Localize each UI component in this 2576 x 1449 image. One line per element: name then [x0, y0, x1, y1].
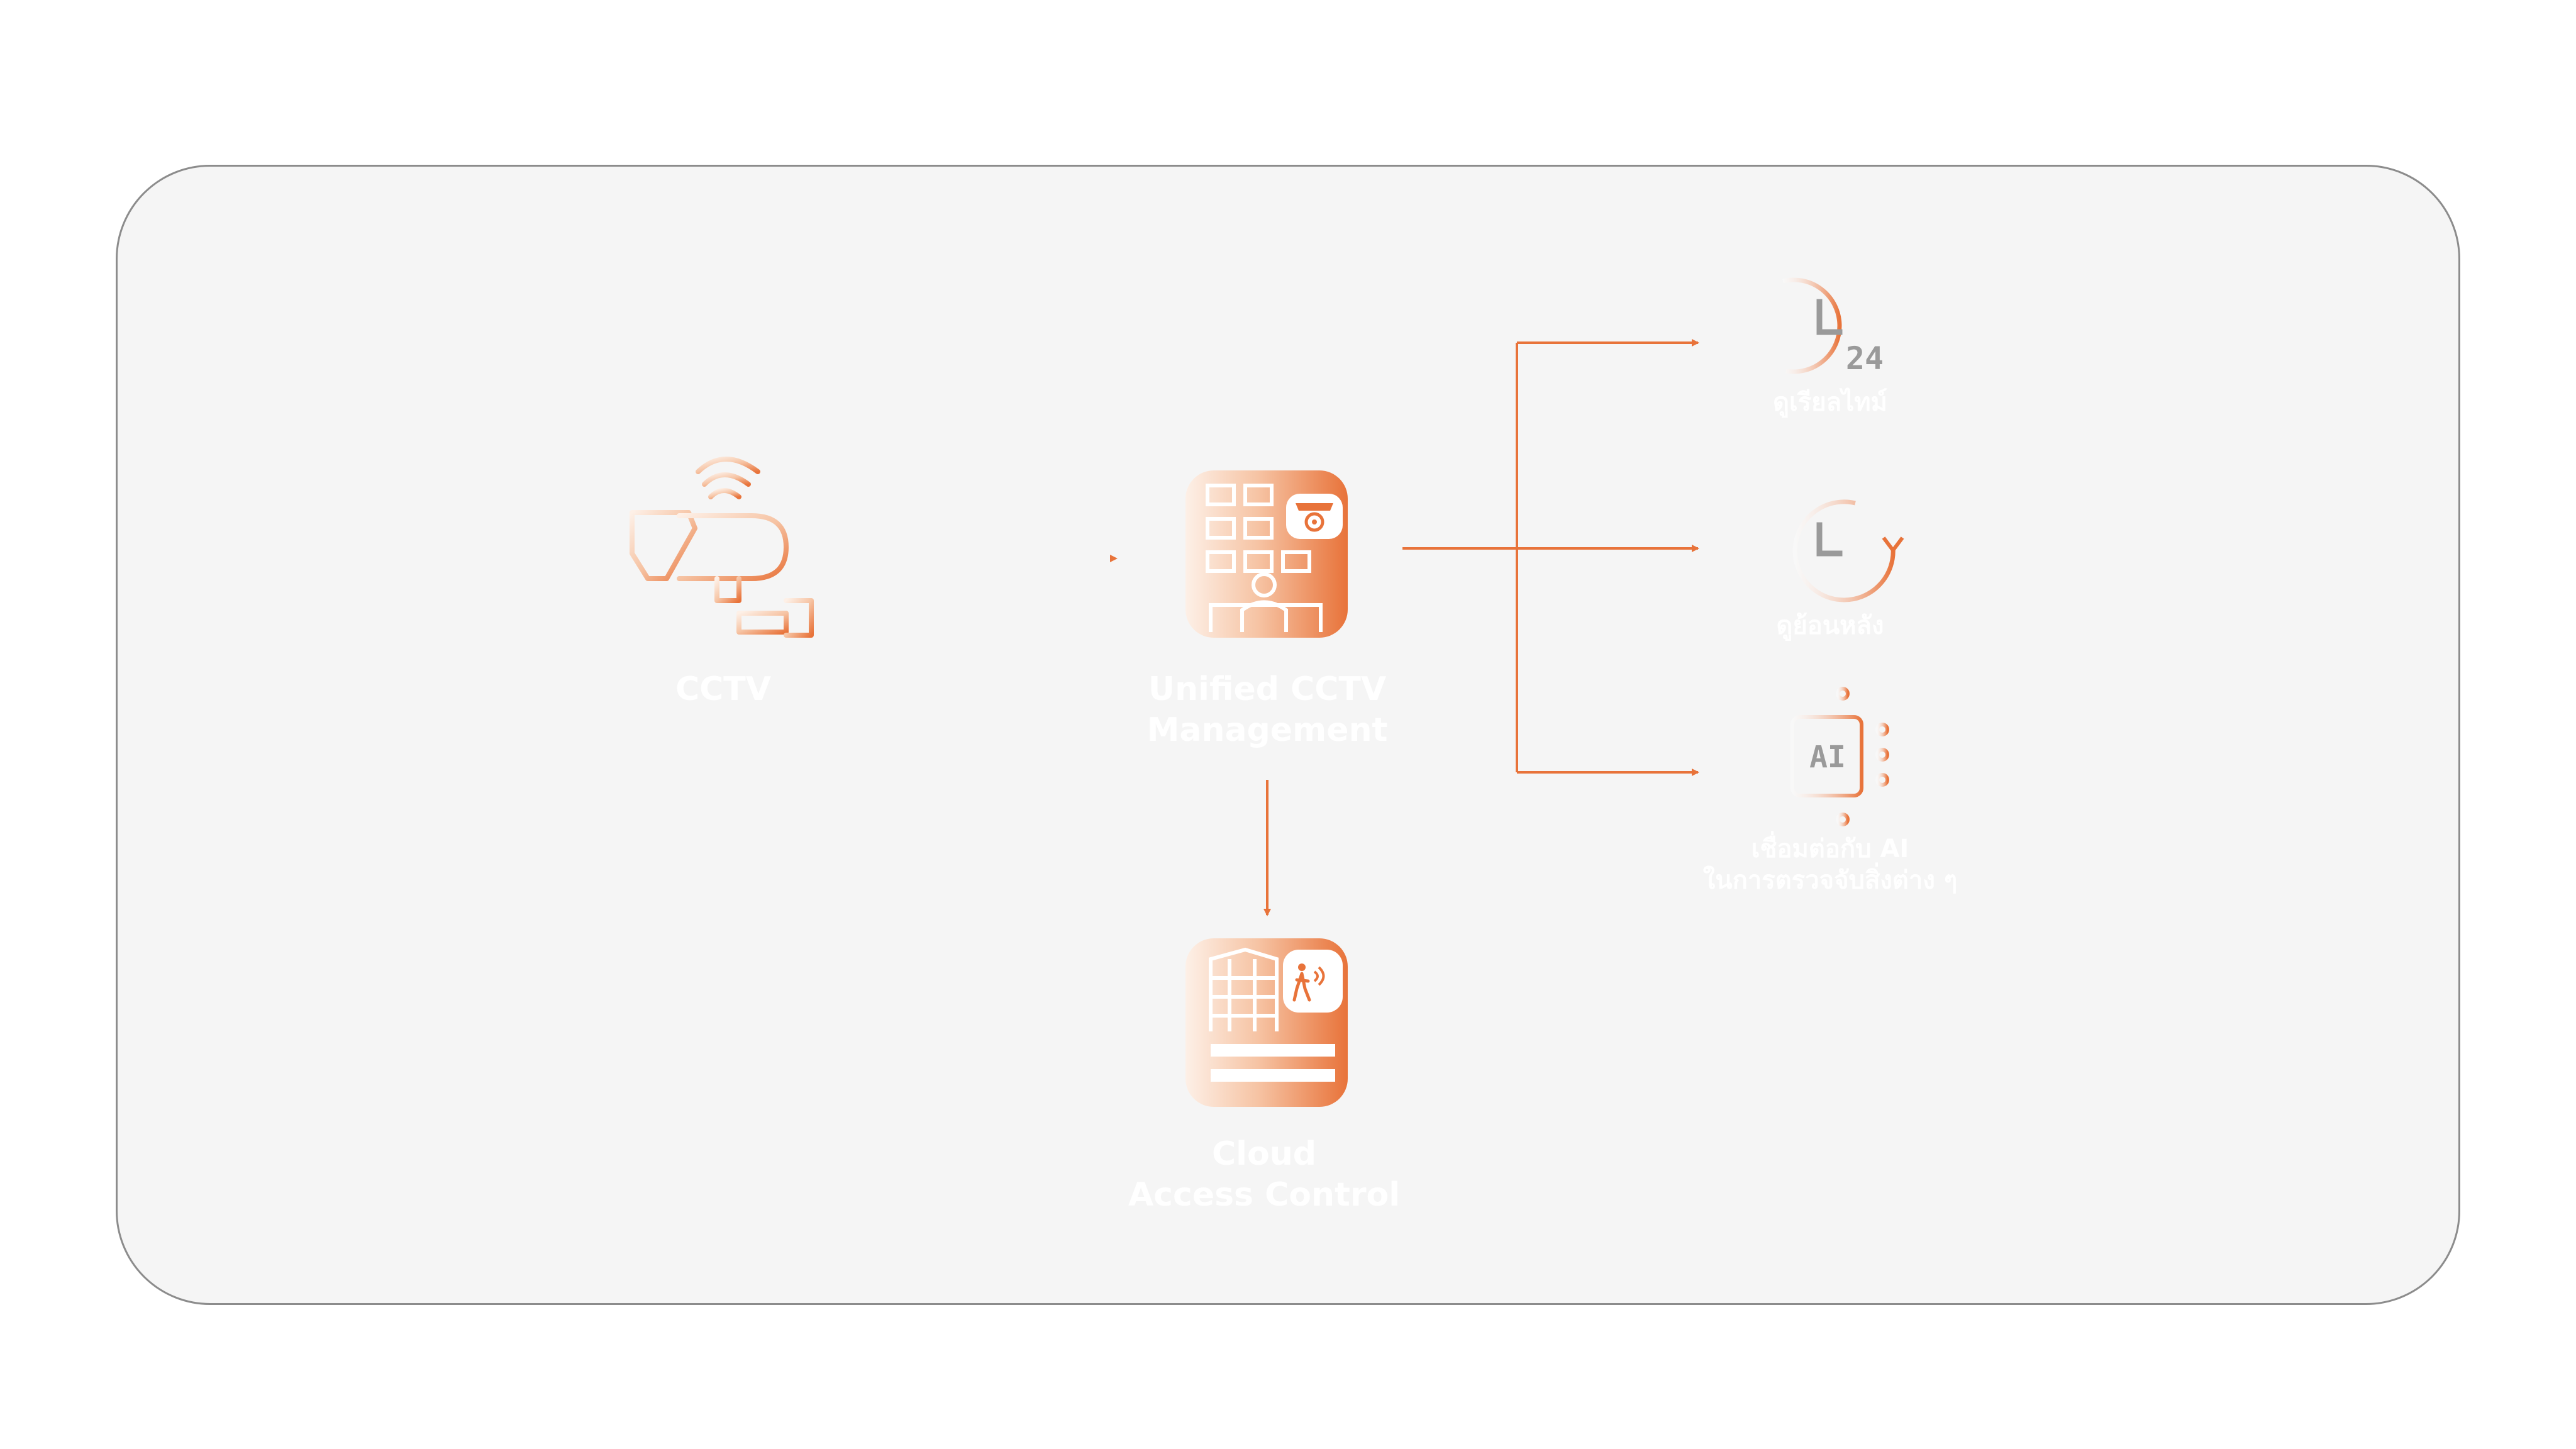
clock-24-badge: 24: [1846, 340, 1884, 377]
ai-connect-line2: ในการตรวจจับสิ่งต่าง ๆ: [1702, 866, 1958, 895]
cctv-label: CCTV: [675, 670, 772, 708]
unified-cctv-line1: Unified CCTV: [1148, 670, 1387, 708]
cloud-access-label: Cloud Access Control: [1119, 1134, 1409, 1216]
diagram-card: [116, 165, 2460, 1305]
clock-playback-icon: [1792, 499, 1904, 602]
ai-chip-badge: AI: [1809, 740, 1846, 775]
cctv-camera-icon: [630, 457, 814, 638]
cloud-access-line1: Cloud: [1212, 1135, 1316, 1173]
unified-cctv-line2: Management: [1146, 711, 1388, 749]
monitor-wall-icon: [1185, 470, 1348, 638]
connectors: [868, 339, 1699, 916]
ai-chip-icon: AI: [1774, 687, 1889, 826]
cloud-access-line2: Access Control: [1128, 1176, 1401, 1214]
live-view-label: ดูเรียลไทม์: [1773, 388, 1887, 417]
playback-label: ดูย้อนหลัง: [1776, 611, 1884, 640]
clock-24-icon: 24: [1782, 277, 1884, 377]
building-access-icon: [1185, 938, 1348, 1107]
ai-connect-line1: เชื่อมต่อกับ AI: [1751, 835, 1909, 863]
unified-cctv-label: Unified CCTV Management: [1119, 669, 1415, 751]
ai-connect-label: เชื่อมต่อกับ AI ในการตรวจจับสิ่งต่าง ๆ: [1667, 833, 1994, 896]
